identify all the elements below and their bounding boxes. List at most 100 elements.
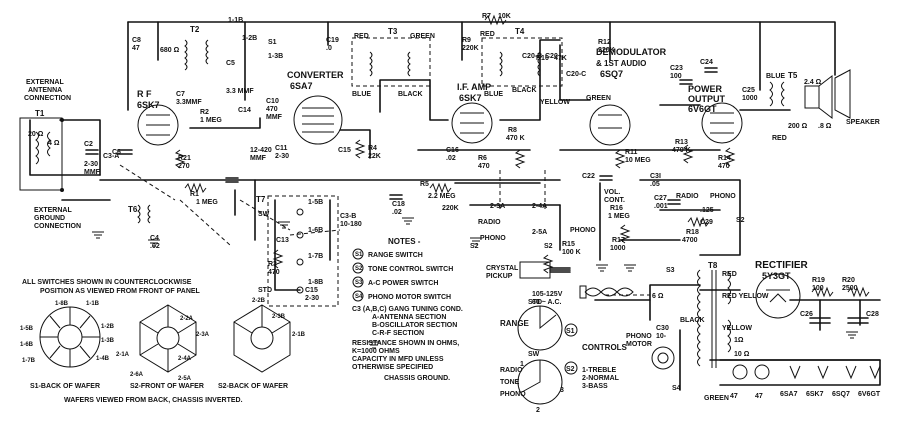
c14-label: C14	[238, 107, 251, 114]
r4-value: 22K	[368, 153, 381, 160]
s1-term-5: 1-5B	[20, 326, 34, 332]
wafer-s2f-caption: S2-FRONT OF WAFER	[130, 383, 204, 390]
r10-value: 47K	[554, 55, 567, 62]
rs1-value: 220K	[442, 205, 459, 212]
motor-1: PHONO	[626, 333, 652, 340]
c15b-label: C15	[305, 287, 318, 294]
r16-value: 1 MEG	[608, 213, 630, 220]
c10-unit: MMF	[266, 114, 283, 121]
wire-green-t4: GREEN	[586, 95, 611, 102]
note-line-4: C-R-F SECTION	[372, 330, 424, 337]
wafer-caption: WAFERS VIEWED FROM BACK, CHASSIS INVERTE…	[64, 397, 243, 404]
note-line-6: K=1000 OHMS	[352, 348, 400, 355]
speaker-cone	[834, 69, 851, 119]
ohm1: 1Ω	[734, 337, 744, 344]
wire-yellow-t4: YELLOW	[540, 99, 570, 106]
c8-label: C8	[132, 37, 141, 44]
wafer-s2b-caption: S2-BACK OF WAFER	[218, 383, 288, 390]
s2-label-a: S2	[470, 243, 479, 250]
converter-type: 6SA7	[290, 81, 313, 91]
c19-label: C19	[326, 37, 339, 44]
s1-t2: 1-2B	[242, 35, 257, 42]
wafer-s2-front	[139, 304, 197, 373]
vol-label: VOL.	[604, 189, 620, 196]
c30-label: C30	[656, 325, 669, 332]
r12-label: R12	[598, 39, 611, 46]
c10-value: 470	[266, 106, 278, 113]
cap12-unit: MMF	[250, 155, 267, 162]
s1-t3: 1-3B	[268, 53, 283, 60]
r19-label: R19	[812, 277, 825, 284]
r8-value: 470 K	[506, 135, 525, 142]
output-transformer	[769, 74, 833, 120]
ohm10: 10 Ω	[734, 351, 750, 358]
wiring	[29, 21, 881, 391]
note-line-9: CHASSIS GROUND.	[384, 375, 450, 382]
s4-label: S4	[672, 385, 681, 392]
c4-label: C4	[150, 235, 159, 242]
c2-unit: MMF	[84, 169, 101, 176]
c15b-value: 2-30	[305, 295, 319, 302]
r13-label: R13	[675, 139, 688, 146]
wire-red-t4: RED	[480, 31, 495, 38]
ohm24: 2.4 Ω	[804, 79, 822, 86]
wire-black-t3: BLACK	[398, 91, 423, 98]
c7-label: C7	[176, 91, 185, 98]
c2-value: 2-30	[84, 161, 98, 168]
s1-ref: 1-1B	[228, 17, 243, 24]
wire-red-t3: RED	[354, 33, 369, 40]
controls-phono: PHONO	[500, 391, 526, 398]
r5-label: R5	[420, 181, 429, 188]
sw-label: SW	[258, 211, 270, 218]
controls-s2-key: S2	[566, 366, 575, 373]
wire-green-t3: GREEN	[410, 33, 435, 40]
r3-label: R3	[268, 261, 277, 268]
note-s4-key: S4	[355, 294, 363, 300]
tone-legend-2: 2-NORMAL	[582, 375, 620, 382]
r9-value: 220K	[462, 45, 479, 52]
c27-value: .001	[654, 203, 668, 210]
r5-value: 2.2 MEG	[428, 193, 456, 200]
demod-type: 6SQ7	[600, 69, 623, 79]
note-s4-text: PHONO MOTOR SWITCH	[368, 294, 451, 301]
resistor-marks	[174, 14, 870, 298]
s1-term-7: 1-7B	[22, 358, 36, 364]
s1-term-2: 1-2B	[101, 324, 115, 330]
r3-value: 470	[268, 269, 280, 276]
r18-value: 4700	[682, 237, 698, 244]
radio-s2-label: RADIO	[478, 219, 501, 226]
c19-value: .0	[326, 45, 332, 52]
demod-label2: & 1ST AUDIO	[596, 59, 646, 68]
s2b-term-0: 2-2B	[252, 298, 266, 304]
ext-ant-1: EXTERNAL	[26, 79, 64, 86]
heater-string	[719, 359, 881, 386]
r14-value: 470	[718, 163, 730, 170]
rectifier-label: RECTIFIER	[755, 260, 809, 271]
s1-term-3: 1-3B	[101, 338, 115, 344]
tone-legend-3: 3-BASS	[582, 383, 608, 390]
c15-label: C15	[338, 147, 351, 154]
r12-value: 220K	[598, 47, 615, 54]
c3b-label: C3-B	[340, 213, 356, 220]
power-type: 6V6GT	[688, 104, 717, 114]
r6-label: R6	[478, 155, 487, 162]
r15-value: 100 K	[562, 249, 581, 256]
c4-value: .02	[150, 243, 160, 250]
controls-knobs	[517, 305, 563, 405]
wafer-s1-caption: S1-BACK OF WAFER	[30, 383, 100, 390]
cont-label: CONT.	[604, 197, 625, 204]
note-line-2: A-ANTENNA SECTION	[372, 314, 446, 321]
s1-term-0: 1-8B	[55, 301, 69, 307]
wire-black-t8: BLACK	[680, 317, 705, 324]
c23-label: C23	[670, 65, 683, 72]
r2-label: R2	[200, 109, 209, 116]
c31-label: C3I	[650, 173, 661, 180]
c6-label: C6	[112, 149, 121, 156]
ext-gnd-3: CONNECTION	[34, 223, 81, 230]
c18-value: .02	[392, 209, 402, 216]
r7-label: R7	[482, 13, 491, 20]
controls-num-2: 2	[536, 407, 540, 414]
wire-blue-t3: BLUE	[352, 91, 371, 98]
r8-label: R8	[508, 127, 517, 134]
demod-tube	[589, 104, 631, 146]
